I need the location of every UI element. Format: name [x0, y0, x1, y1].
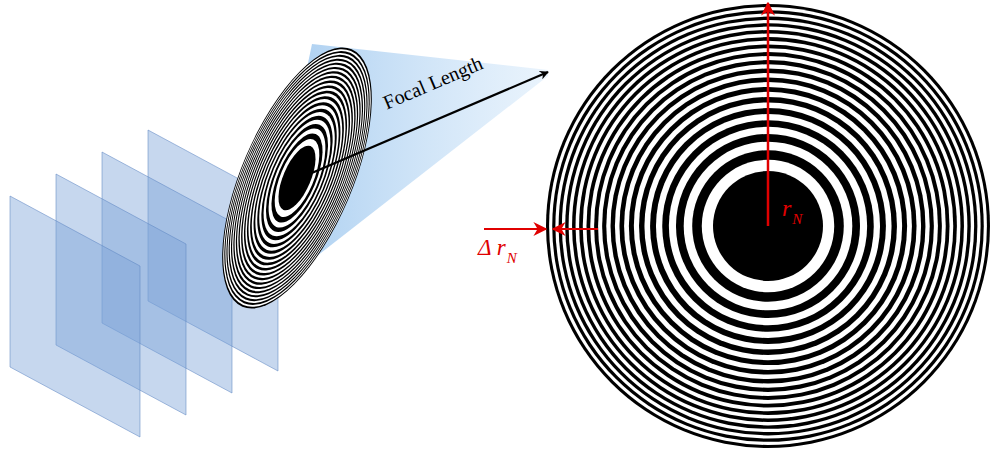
zone-plate: [546, 4, 990, 448]
width-subscript: N: [507, 251, 517, 266]
zone-ring: [257, 121, 337, 235]
zone-ring: [204, 45, 391, 311]
zone-ring: [238, 94, 356, 261]
zone-ring: [202, 43, 392, 313]
width-arrow: [484, 228, 546, 230]
zone-ring: [216, 63, 378, 293]
zone-ring: [265, 133, 328, 223]
zone-ring: [207, 50, 387, 306]
zone-ring: [226, 77, 368, 278]
zone-ring: [236, 91, 359, 266]
zone-ring: [218, 66, 376, 291]
radius-subscript: N: [792, 212, 802, 227]
zone-ring: [211, 55, 384, 301]
width-arrow: [553, 228, 598, 230]
radius-symbol: r: [782, 196, 791, 220]
zone-ring: [222, 71, 372, 284]
wavefront-plane: [10, 196, 140, 437]
zone-ring: [191, 28, 402, 329]
radius-arrow: [767, 3, 770, 226]
zone-ring: [253, 116, 341, 241]
zone-ring: [193, 30, 402, 327]
zone-ring: [200, 41, 393, 316]
central-zone: [271, 141, 323, 216]
zone-ring: [247, 106, 348, 249]
zone-ring: [224, 74, 370, 281]
zone-ring: [228, 80, 365, 275]
zone-ring: [197, 36, 396, 320]
zone-ring: [244, 102, 351, 254]
zone-ring: [261, 127, 333, 230]
zone-ring: [231, 84, 364, 273]
zone-ring: [214, 60, 380, 296]
zone-ring: [220, 68, 374, 287]
zone-ring: [212, 58, 381, 299]
zone-ring: [196, 34, 399, 322]
zone-ring: [241, 98, 353, 258]
zone-ring: [199, 38, 395, 317]
zone-ring: [250, 111, 344, 245]
width-symbol: Δ r: [478, 236, 506, 259]
zone-ring: [209, 52, 385, 303]
zone-ring: [233, 87, 361, 269]
zone-ring: [194, 32, 400, 324]
tilted-zone-plate: [191, 28, 402, 329]
zone-ring: [546, 4, 990, 448]
zone-ring: [205, 48, 388, 309]
